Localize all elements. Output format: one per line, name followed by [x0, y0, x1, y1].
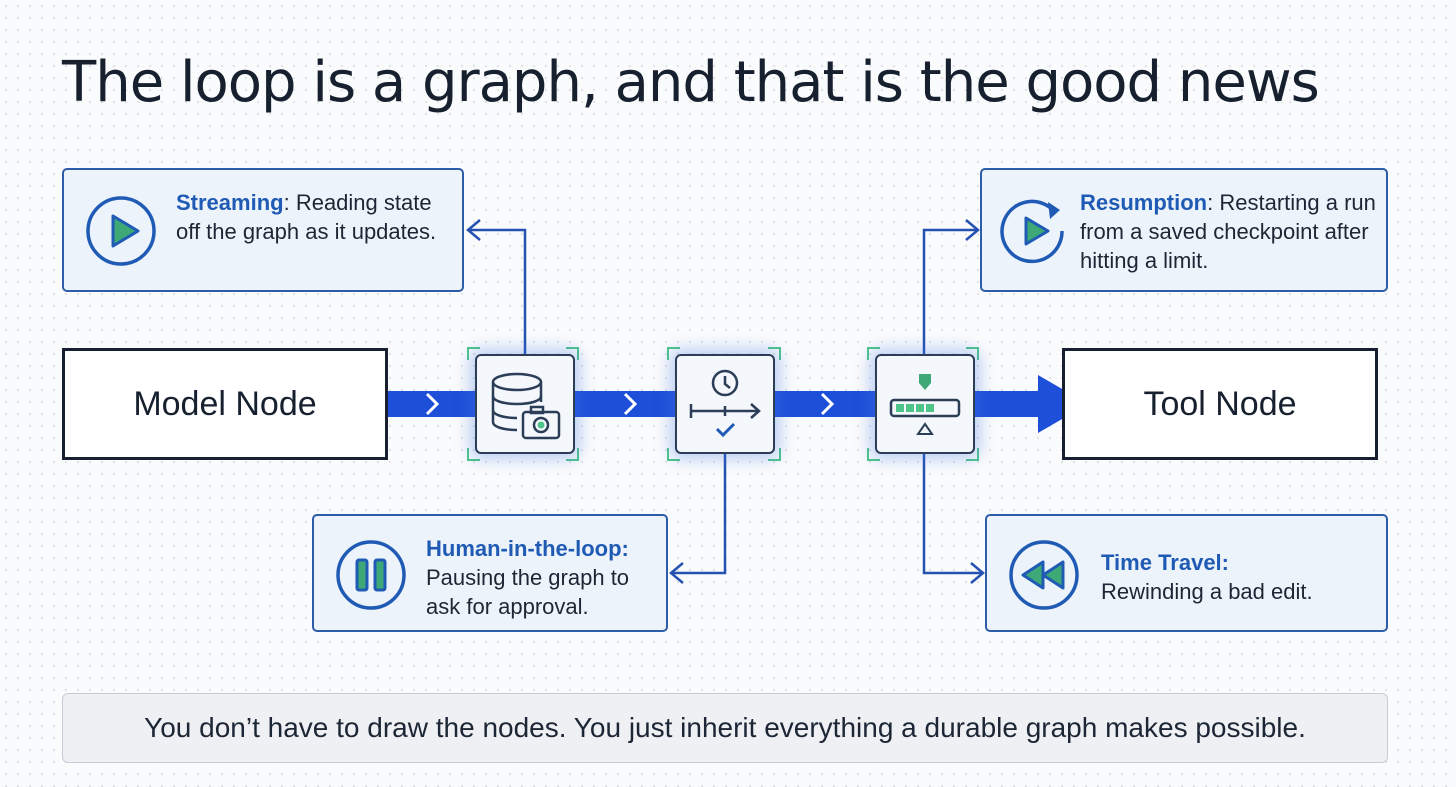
clock-timeline-tile [675, 354, 775, 454]
database-camera-icon [491, 372, 561, 440]
model-node: Model Node [62, 348, 388, 460]
flow-chevron [425, 392, 440, 416]
pause-icon [336, 540, 406, 610]
page-title: The loop is a graph, and that is the goo… [62, 50, 1320, 115]
time-travel-desc: Rewinding a bad edit. [1101, 579, 1313, 604]
resumption-text: Resumption: Restarting a run from a save… [1080, 190, 1376, 273]
arrowhead-resumption [965, 219, 980, 241]
database-camera-tile [475, 354, 575, 454]
resumption-desc: Restarting a run from a saved checkpoint… [1080, 190, 1376, 273]
connector-resumption [922, 228, 978, 355]
streaming-text: Streaming: Reading state off the graph a… [176, 190, 437, 244]
human-desc: Pausing the graph to ask for approval. [426, 565, 630, 619]
streaming-desc: Reading state off the graph as it update… [176, 190, 437, 244]
connector-time-travel [922, 452, 983, 575]
resumption-name: Resumption [1080, 190, 1208, 215]
arrowhead-human [669, 562, 684, 584]
flow-chevron [623, 392, 638, 416]
time-travel-text: Time Travel: Rewinding a bad edit. [1101, 548, 1381, 606]
tile-corner-brackets [467, 347, 979, 461]
streaming-name: Streaming [176, 190, 284, 215]
rewind-icon [1009, 540, 1079, 610]
clock-timeline-icon [689, 369, 761, 438]
footer-note: You don’t have to draw the nodes. You ju… [62, 693, 1388, 763]
restart-play-icon [1000, 199, 1064, 264]
arrowhead-time-travel [970, 562, 985, 584]
progress-slider-tile [875, 354, 975, 454]
human-text: Human-in-the-loop: Pausing the graph to a… [426, 534, 662, 621]
connector-streaming [468, 228, 527, 355]
progress-slider-icon [889, 374, 961, 435]
human-name: Human-in-the-loop: [426, 536, 629, 561]
resumption-card: Resumption: Restarting a run from a save… [980, 168, 1388, 292]
connector-human [671, 452, 727, 575]
time-travel-name: Time Travel: [1101, 550, 1229, 575]
streaming-card: Streaming: Reading state off the graph a… [62, 168, 464, 292]
tool-node: Tool Node [1062, 348, 1378, 460]
flow-chevron [820, 392, 835, 416]
human-in-the-loop-card: Human-in-the-loop: Pausing the graph to a… [312, 514, 668, 632]
play-icon [86, 196, 156, 266]
arrowhead-streaming [466, 219, 481, 241]
time-travel-card: Time Travel: Rewinding a bad edit. [985, 514, 1388, 632]
